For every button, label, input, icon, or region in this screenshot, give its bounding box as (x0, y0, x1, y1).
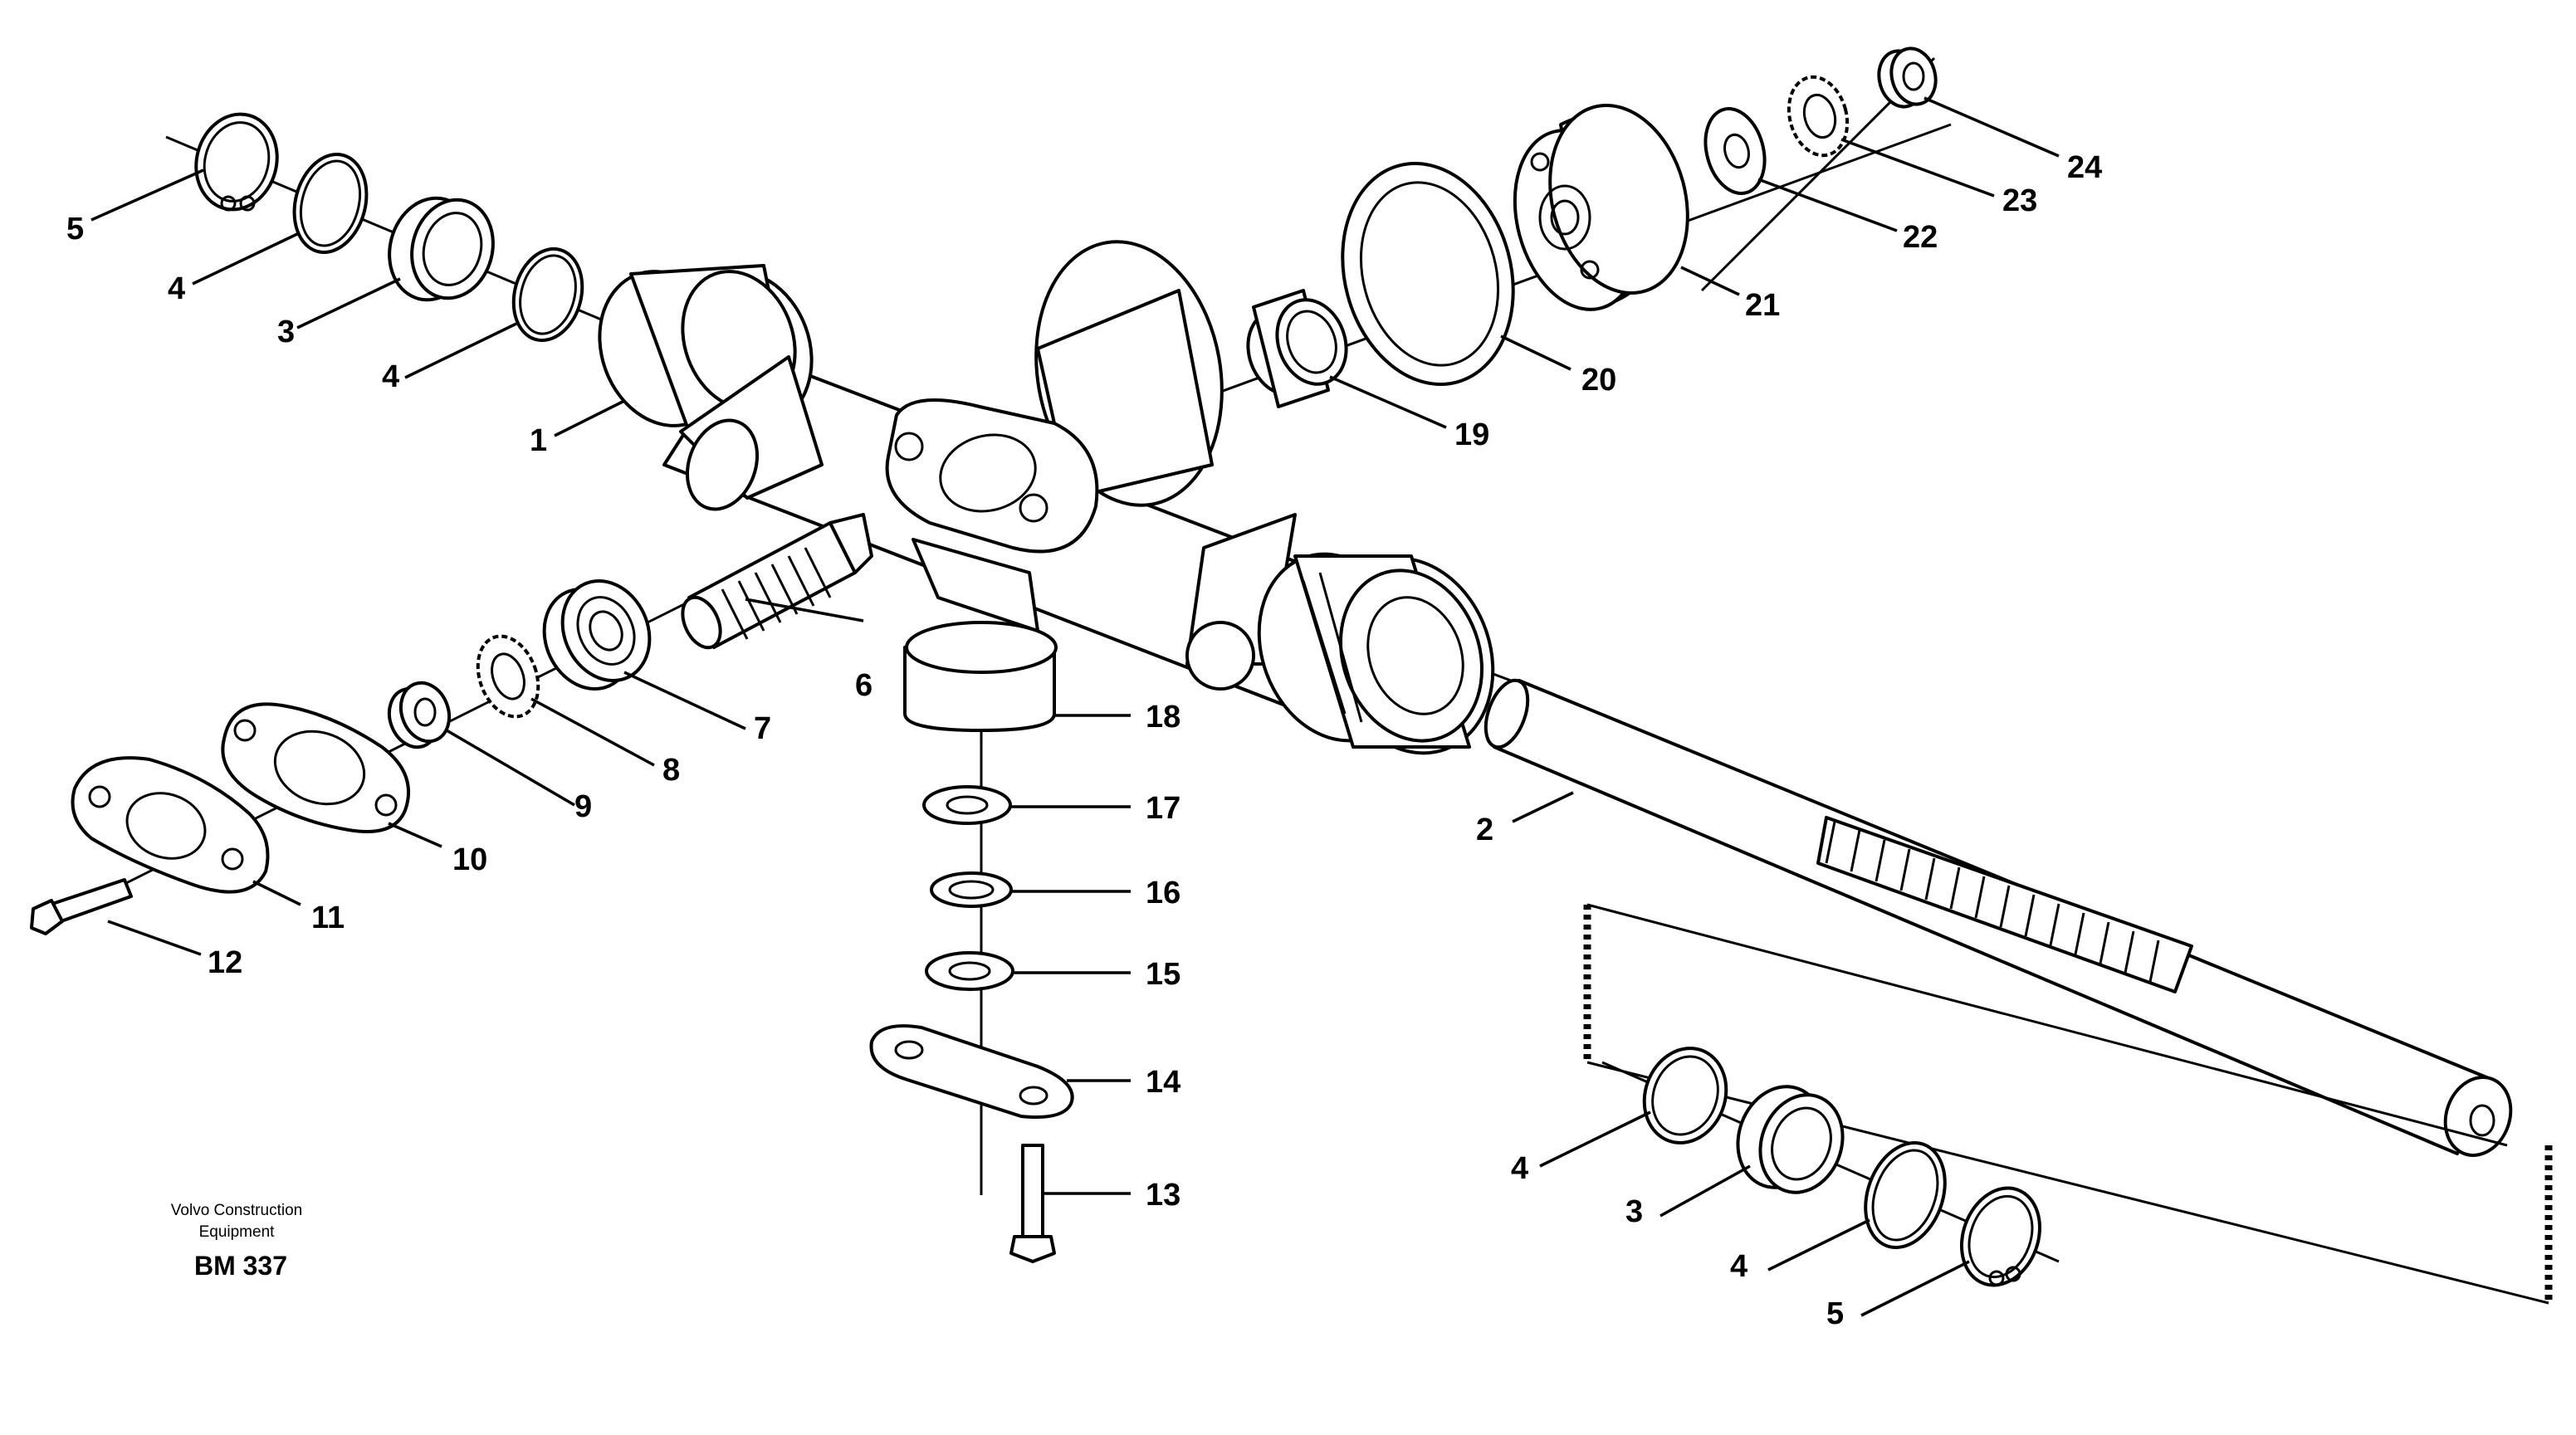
part-7-bearing (542, 578, 652, 691)
callout-22: 22 (1903, 220, 1938, 255)
callout-20: 20 (1581, 363, 1616, 398)
callout-1: 1 (530, 423, 547, 458)
part-21-cover (1513, 104, 1689, 311)
part-20-ring-seal (1341, 162, 1515, 386)
figure-code: BM 337 (194, 1251, 287, 1281)
callout-24: 24 (2067, 150, 2102, 185)
callout-11: 11 (311, 901, 345, 935)
part-11-cover-plate (71, 756, 270, 894)
publisher-caption: Volvo Construction Equipment BM 337 (171, 1202, 302, 1281)
leader-lines (90, 96, 2060, 1317)
part-3-seal-upper (388, 196, 495, 302)
callout-6: 6 (855, 668, 873, 703)
part-4-ring-upper-b (511, 246, 584, 343)
callout-18: 18 (1146, 700, 1180, 735)
part-15-washer (925, 951, 1014, 991)
part-12-bolt (30, 878, 133, 935)
part-8-lock-washer (476, 634, 540, 719)
callout-23: 23 (2002, 183, 2037, 218)
callout-7: 7 (754, 711, 771, 746)
part-19-bushing (1246, 289, 1348, 408)
callout-13: 13 (1146, 1178, 1180, 1213)
part-4-ring-upper-a (292, 153, 369, 254)
callout-15: 15 (1146, 957, 1180, 992)
part-10-gasket (221, 702, 410, 833)
part-16-washer (930, 871, 1013, 908)
detail-bracket (1583, 903, 2553, 1305)
callout-5-upper: 5 (66, 212, 84, 246)
callout-3-upper: 3 (277, 315, 295, 349)
callout-labels: 5 4 3 4 1 6 7 8 9 10 11 12 13 14 15 16 1… (66, 150, 2102, 1331)
part-14-cover-plate (869, 1024, 1074, 1119)
part-5-circlip-lower (1959, 1186, 2042, 1287)
callout-19: 19 (1454, 417, 1489, 452)
part-6-pinion (681, 513, 873, 650)
part-4-ring-lower-a (1642, 1047, 1728, 1145)
callout-14: 14 (1146, 1065, 1180, 1100)
callout-17: 17 (1146, 791, 1180, 826)
callout-10: 10 (452, 842, 487, 877)
callout-4-upper-b: 4 (382, 359, 399, 394)
part-5-circlip-upper (194, 112, 279, 212)
part-22-washer (1703, 107, 1767, 195)
part-4-ring-lower-b (1864, 1141, 1947, 1249)
part-9-nut (387, 681, 452, 749)
callout-21: 21 (1745, 288, 1780, 323)
part-3-seal-lower (1736, 1085, 1845, 1194)
part-23-lock-washer (1787, 75, 1850, 158)
part-24-nut (1877, 46, 1938, 109)
callout-8: 8 (662, 753, 680, 788)
callout-5-lower: 5 (1826, 1296, 1844, 1331)
callout-4-lower-a: 4 (1511, 1151, 1528, 1186)
callout-12: 12 (208, 945, 242, 980)
part-1-housing (598, 240, 1495, 755)
part-17-washer (922, 785, 1012, 825)
callout-3-lower: 3 (1625, 1194, 1643, 1229)
part-2-rack (1484, 678, 2513, 1157)
callout-4-lower-b: 4 (1730, 1249, 1747, 1284)
callout-9: 9 (574, 789, 592, 824)
callout-16: 16 (1146, 876, 1180, 910)
part-18-yoke (903, 621, 1058, 732)
caption-line-2: Equipment (199, 1223, 276, 1241)
part-13-bolt (1009, 1144, 1056, 1263)
callout-4-upper-a: 4 (168, 271, 185, 306)
caption-line-1: Volvo Construction (171, 1202, 302, 1219)
callout-2: 2 (1476, 813, 1493, 847)
